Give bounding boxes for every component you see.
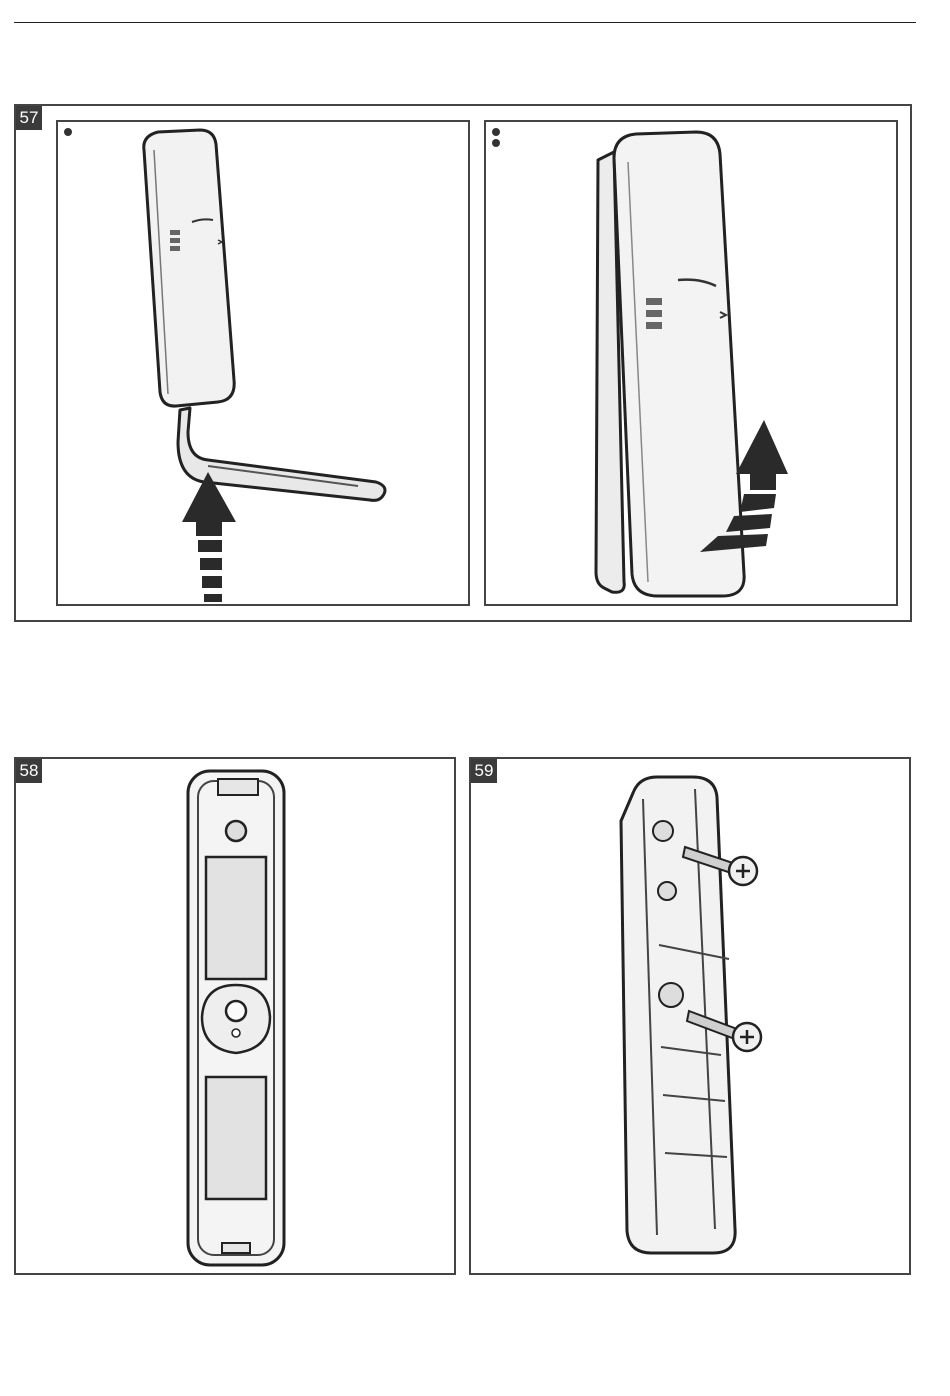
page-header-rule xyxy=(14,22,916,23)
detector-with-hex-key-icon xyxy=(58,122,468,604)
figure-57-step-2 xyxy=(484,120,898,606)
figure-58: 58 xyxy=(14,757,456,1275)
detector-cover-slide-icon xyxy=(486,122,896,604)
detector-base-front-icon xyxy=(16,759,454,1273)
figure-59: 59 xyxy=(469,757,911,1275)
figure-57: 57 xyxy=(14,104,912,622)
detector-base-screws-icon xyxy=(471,759,909,1273)
figure-57-step-1 xyxy=(56,120,470,606)
up-arrow-icon xyxy=(182,472,236,602)
figure-57-number: 57 xyxy=(16,106,42,130)
